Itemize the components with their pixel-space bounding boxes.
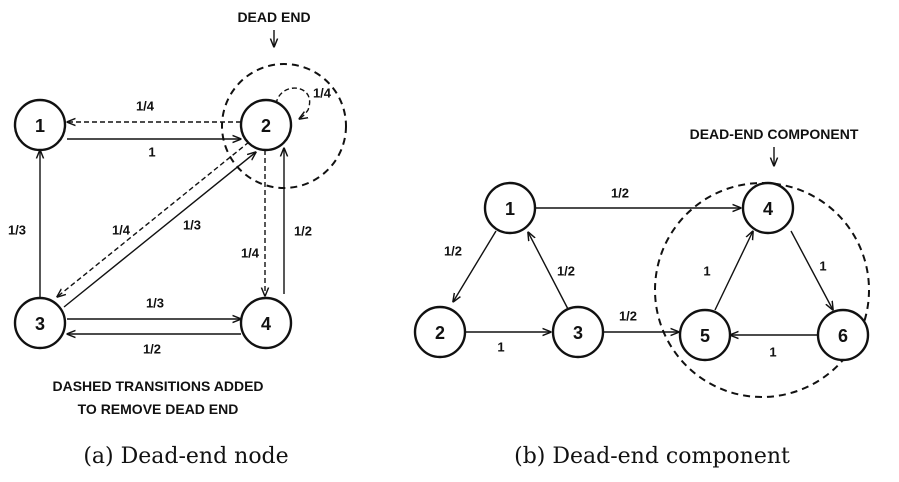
panel-b: DEAD-END COMPONENT 1/2 1/2 1/2 1 1/2 1 1… [413,126,870,469]
edge-label-a-3-to-1: 1/3 [8,223,26,238]
edge-label-a-4-to-2: 1/2 [294,224,312,239]
edge-label-b-1-to-2: 1/2 [444,244,462,259]
dead-end-component-callout: DEAD-END COMPONENT [690,126,859,142]
edge-label-b-2-to-3: 1 [497,340,504,355]
node-a-4: 4 [239,296,293,350]
node-b-4: 4 [741,181,795,235]
node-b-1: 1 [483,181,537,235]
edge-label-a-3-to-4: 1/3 [146,296,164,311]
edge-label-a-2-to-3: 1/4 [112,223,131,238]
edge-b-4-to-6 [790,230,833,310]
edge-label-a-4-to-3: 1/2 [143,342,161,357]
edge-label-b-3-to-5: 1/2 [619,309,637,324]
node-b-2: 2 [413,305,467,359]
edge-label-a-3-to-2: 1/3 [183,218,201,233]
edge-label-b-3-to-1: 1/2 [557,264,575,279]
node-b-2-label: 2 [435,323,445,343]
caption-b: (b) Dead-end component [514,444,790,469]
node-a-3: 3 [13,296,67,350]
panel-a: DEAD END 1/4 1 1/4 1/3 1/4 1/3 1/4 1/2 1… [8,9,347,469]
node-a-2-label: 2 [261,116,271,136]
edge-label-b-1-to-4: 1/2 [611,186,629,201]
node-a-4-label: 4 [261,314,271,334]
node-a-3-label: 3 [35,314,45,334]
node-b-6: 6 [816,308,870,362]
node-a-1-label: 1 [35,116,45,136]
dashed-note-line-2: TO REMOVE DEAD END [78,401,239,417]
node-b-5: 5 [678,308,732,362]
edge-label-a-self-loop-2: 1/4 [313,86,332,101]
edge-a-2-to-3 [57,141,250,297]
edge-label-a-2-to-4: 1/4 [241,246,260,261]
edge-a-self-loop-2 [275,87,311,119]
dashed-note-line-1: DASHED TRANSITIONS ADDED [52,378,263,394]
dead-end-callout: DEAD END [237,9,310,25]
edge-label-a-1-to-2: 1 [148,145,155,160]
edge-label-b-6-to-5: 1 [769,345,776,360]
node-b-6-label: 6 [838,326,848,346]
edge-b-5-to-4 [714,231,753,311]
node-a-2: 2 [239,98,293,152]
node-b-3: 3 [551,305,605,359]
caption-a: (a) Dead-end node [83,444,288,469]
edge-label-b-5-to-4: 1 [703,264,710,279]
edge-b-3-to-1 [528,232,570,312]
dead-end-component-region [654,182,870,398]
node-a-1: 1 [13,98,67,152]
edge-label-b-4-to-6: 1 [819,259,826,274]
edge-label-a-2-to-1: 1/4 [136,99,155,114]
node-b-1-label: 1 [505,199,515,219]
edge-a-3-to-2 [63,152,256,308]
edge-b-1-to-2 [453,230,497,302]
node-b-4-label: 4 [763,199,773,219]
node-b-3-label: 3 [573,323,583,343]
node-b-5-label: 5 [700,326,710,346]
